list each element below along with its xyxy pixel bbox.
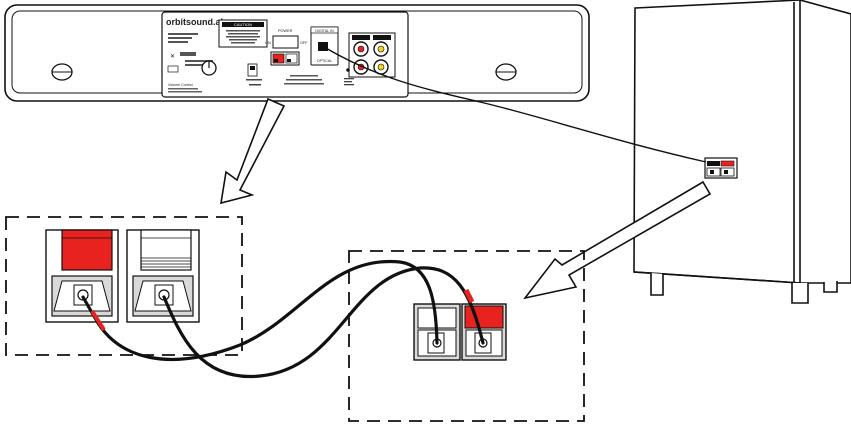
brand-logo: orbitsound.air (166, 17, 227, 27)
soundbar: orbitsound.air ✕ Volume Control CAUTION (4, 4, 590, 102)
zoom-box-subwoofer (348, 250, 585, 422)
speaker-wires (81, 259, 485, 379)
caution-label: CAUTION (218, 19, 268, 48)
power-label: POWER (278, 29, 293, 33)
arrow-down-left-icon (220, 97, 286, 205)
mounting-hole-right (495, 63, 517, 81)
rear-panel: orbitsound.air ✕ Volume Control CAUTION (161, 11, 409, 98)
power-on-label: ON (265, 41, 271, 45)
panel-speaker-terminals (270, 51, 300, 66)
speaker-terminal-icon (413, 303, 507, 361)
volume-knob-icon (201, 60, 217, 76)
power-off-label: OFF (300, 41, 308, 45)
speaker-terminal-icon (45, 229, 200, 323)
digital-in-label: DIGITAL IN (315, 29, 334, 33)
svg-text:✕: ✕ (170, 54, 175, 60)
zoom-box-soundbar (5, 216, 243, 356)
caution-title: CAUTION (234, 22, 252, 27)
subwoofer (633, 0, 851, 304)
arrow-down-left-icon (523, 180, 712, 300)
red-wire-marker (90, 309, 106, 332)
subwoofer-terminal-block (704, 157, 738, 179)
mounting-hole-left (51, 63, 73, 81)
rca-jack-icon (348, 32, 396, 78)
optical-port-icon: DIGITAL IN OPTICAL (310, 26, 339, 66)
red-wire-marker (463, 288, 475, 304)
signal-cable (323, 46, 707, 163)
optical-label: OPTICAL (317, 59, 332, 63)
volume-control-label: Volume Control (168, 83, 193, 87)
